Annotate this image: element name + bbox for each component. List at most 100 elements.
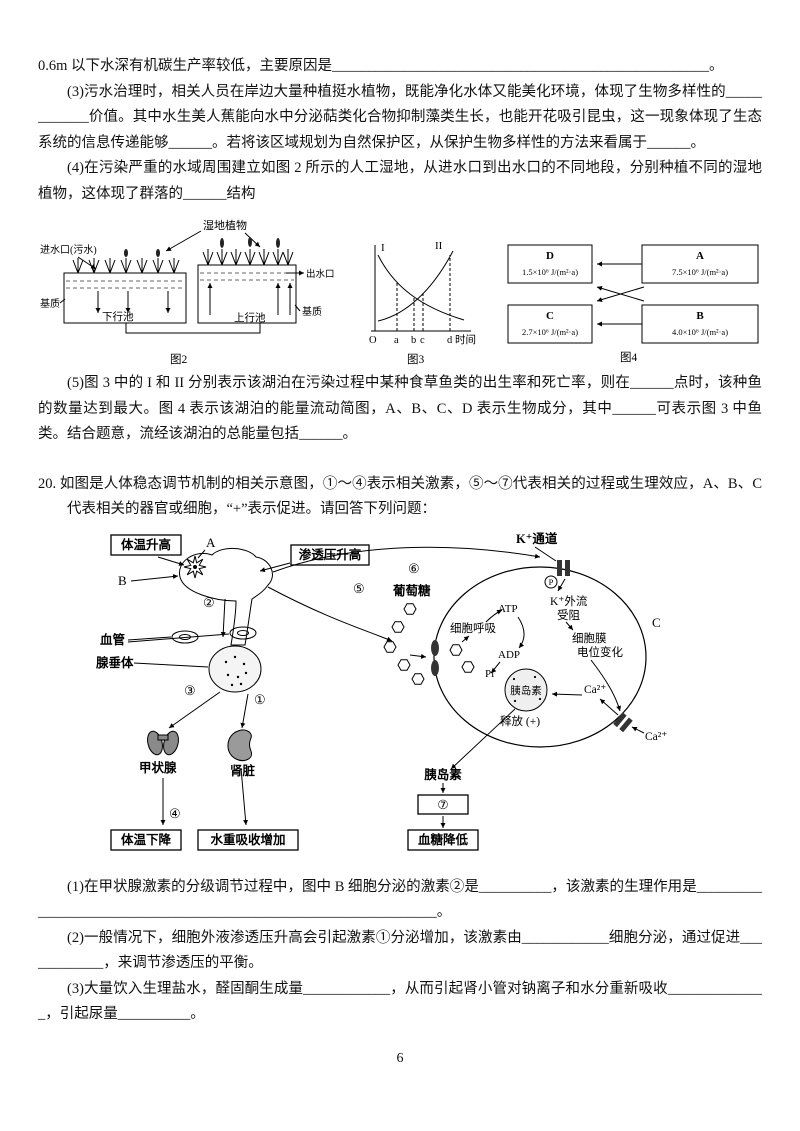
temp-up-box: 体温升高 <box>110 534 182 556</box>
pituitary-gland <box>208 645 262 693</box>
svg-text:血糖降低: 血糖降低 <box>418 832 469 847</box>
box-a: A 7.5×10⁶ J/(m²·a) <box>641 244 759 284</box>
tick-a: a <box>394 335 399 346</box>
q19-part3: (3)污水治理时，相关人员在岸边大量种植挺水植物，既能净化水体又能美化环境，体现… <box>38 83 762 151</box>
k-block-arrow <box>557 578 566 591</box>
ca-out-label: Ca²⁺ <box>645 731 667 743</box>
curve-2-label: II <box>435 240 443 252</box>
label-b-arrow <box>130 573 179 582</box>
num1-arrow <box>240 693 249 728</box>
origin-label: O <box>369 335 377 346</box>
plants-right <box>202 249 294 266</box>
figure-3-caption: 图3 <box>407 353 424 366</box>
insulin-out-label: 胰岛素 <box>424 767 462 782</box>
svg-text:A: A <box>696 250 704 262</box>
label-b: B <box>118 573 127 588</box>
membrane-to-ca-arrow <box>590 659 622 711</box>
plants-leader-left <box>165 230 202 252</box>
pituitary-dots <box>224 655 248 686</box>
osmo-up-box: 渗透压升高 <box>290 544 370 566</box>
k-block-line1: K⁺外流 <box>550 594 588 608</box>
thyroid-gland <box>147 730 179 755</box>
release-label: 释放 (+) <box>500 714 540 728</box>
curve-2 <box>377 250 453 322</box>
osmo-to-hypothalamus-arrow <box>259 562 291 572</box>
num2-label: ② <box>203 595 215 610</box>
membrane-line2: 电位变化 <box>577 645 623 659</box>
label-c: C <box>652 615 661 630</box>
ca-in-label: Ca²⁺ <box>584 684 606 696</box>
thyroid-label: 甲状腺 <box>139 760 177 775</box>
dashed-guides <box>396 255 450 332</box>
substrate-left-leader <box>59 298 66 304</box>
num7-box: ⑦ <box>417 794 469 815</box>
tick-c: c <box>420 335 425 346</box>
k-channel-label: K⁺通道 <box>516 531 558 546</box>
svg-text:⑦: ⑦ <box>437 798 448 812</box>
svg-text:体温升高: 体温升高 <box>121 537 171 552</box>
ca-to-insulin-arrow <box>551 691 583 697</box>
svg-text:C: C <box>546 310 554 322</box>
down-pool-label: 下行池 <box>102 310 134 323</box>
membrane-arrow <box>565 621 574 631</box>
figure-3-curves: I II O a b c d 时间 图3 <box>369 240 476 366</box>
atp-cycle-arrows <box>485 609 525 674</box>
up-pool-basin <box>197 264 297 324</box>
down-flow-arrows <box>95 291 171 314</box>
glucose-down-box: 血糖降低 <box>407 829 479 851</box>
vessel-label: 血管 <box>100 632 125 647</box>
num1-label: ① <box>254 692 266 707</box>
kidney-effect-arrow <box>240 767 249 825</box>
axes <box>370 245 471 332</box>
water-reabsorb-box: 水重吸收增加 <box>197 829 299 851</box>
figure-4-energy-flow: D 1.5×10⁶ J/(m²·a) A 7.5×10⁶ J/(m²·a) C … <box>507 244 759 364</box>
svg-text:4.0×10⁶ J/(m²·a): 4.0×10⁶ J/(m²·a) <box>672 327 728 337</box>
substrate-hatch-right <box>200 272 294 281</box>
ca-in-flow-arrow <box>631 726 645 734</box>
svg-text:2.7×10⁶ J/(m²·a): 2.7×10⁶ J/(m²·a) <box>522 327 578 337</box>
glucose-entry-arrow <box>409 653 427 659</box>
glucose-label: 葡萄糖 <box>392 583 431 598</box>
glucose-transporter <box>431 639 439 676</box>
q20-sub3: (3)大量饮入生理盐水，醛固酮生成量____________，从而引起肾小管对钠… <box>38 980 762 1023</box>
hypothalamus-outline <box>179 547 273 646</box>
pituitary-leader <box>133 662 209 668</box>
q19-part5: (5)图 3 中的 I 和 II 分别表示该湖泊在污染过程中某种食草鱼类的出生率… <box>38 375 762 443</box>
figure-2-wetland: 湿地植物 进水口(污水) <box>40 218 335 366</box>
phosphate-circle <box>544 575 558 589</box>
substrate-right-leader <box>294 304 301 312</box>
blood-vessels <box>171 626 257 644</box>
down-pool-basin <box>63 272 187 324</box>
q20-figure-wrap: 体温升高 渗透压升高 A B ② 血管 <box>38 527 762 873</box>
k-block-line2: 受阻 <box>557 609 580 622</box>
num6-label: ⑥ <box>408 561 420 576</box>
glucose-to-respiration-arrow <box>461 635 470 643</box>
label-a-leader <box>197 549 206 559</box>
vessel-leaders <box>127 633 230 643</box>
adp-label: ADP <box>498 649 520 661</box>
substrate-right-label: 基质 <box>302 305 322 318</box>
q20-sub2: (2)一般情况下，细胞外液渗透压升高会引起激素①分泌增加，该激素由_______… <box>38 929 762 972</box>
curve-1-label: I <box>381 242 385 254</box>
kidney-label: 肾脏 <box>230 763 256 778</box>
tick-d: d <box>447 335 453 346</box>
wetland-plants-label: 湿地植物 <box>203 218 247 232</box>
num3-label: ③ <box>184 683 196 698</box>
page-number: 6 <box>396 1051 404 1066</box>
cattail-heads <box>124 237 280 258</box>
kidney-organ <box>227 729 253 761</box>
q20-stem: 20. 如图是人体稳态调节机制的相关示意图，①～④表示相关激素，⑤～⑦代表相关的… <box>38 475 762 518</box>
glucose-hexagons-outside <box>383 602 425 685</box>
bottom-connector <box>125 323 261 334</box>
outlet-label: 出水口 <box>306 268 335 280</box>
pi-label: Pi <box>485 668 494 680</box>
inlet-label: 进水口(污水) <box>40 244 97 256</box>
membrane-line1: 细胞膜 <box>572 631 607 645</box>
temp-down-box: 体温下降 <box>110 829 182 851</box>
box-c: C 2.7×10⁶ J/(m²·a) <box>507 304 593 344</box>
box-d: D 1.5×10⁶ J/(m²·a) <box>507 244 593 284</box>
num6-arrow <box>272 546 541 573</box>
svg-text:B: B <box>696 310 704 322</box>
ca-enter-arrow <box>599 698 619 716</box>
